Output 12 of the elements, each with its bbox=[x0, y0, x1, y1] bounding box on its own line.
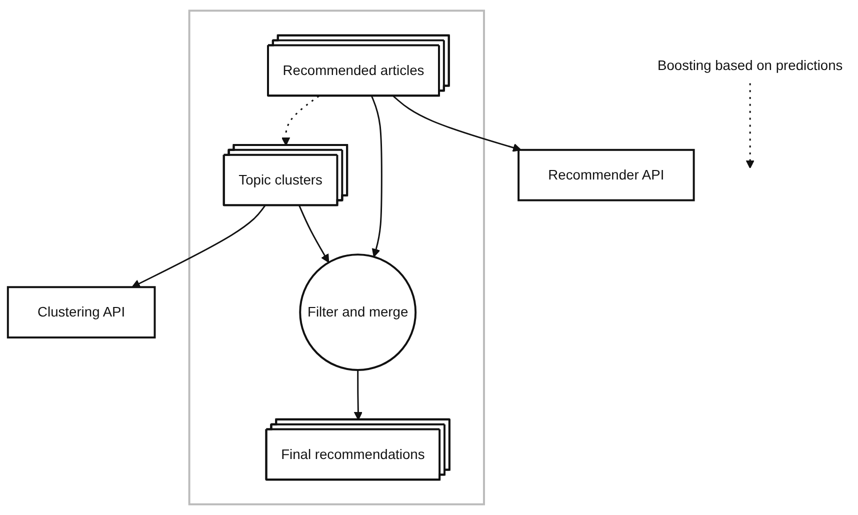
cluster bbox=[188, 10, 485, 506]
arrow bbox=[354, 370, 363, 420]
arrow bbox=[371, 96, 382, 258]
arrow bbox=[746, 83, 754, 169]
node-box: Recommender API bbox=[518, 148, 695, 202]
arrow bbox=[392, 96, 522, 152]
arrow bbox=[281, 96, 320, 146]
node-circle: Filter and merge bbox=[299, 254, 417, 372]
arrow bbox=[298, 205, 330, 263]
node-text: Boosting based on predictions bbox=[657, 57, 843, 73]
node-box: Clustering API bbox=[6, 286, 156, 338]
arrow bbox=[132, 205, 266, 288]
